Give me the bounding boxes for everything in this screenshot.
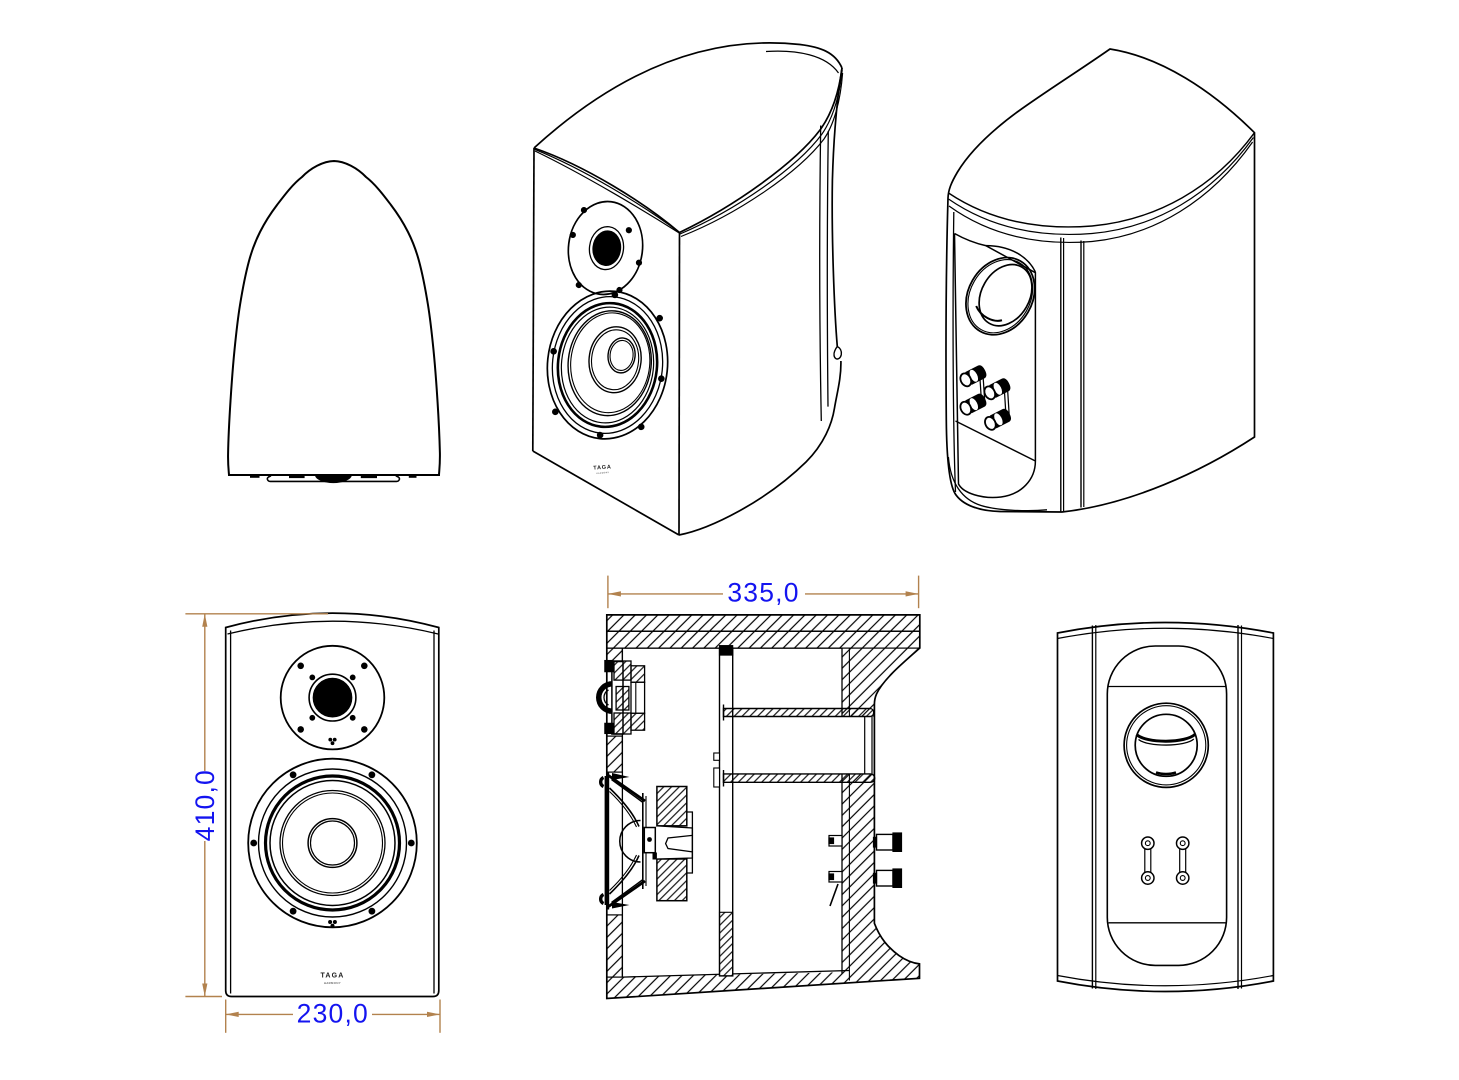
svg-text:HARMONY: HARMONY — [596, 471, 609, 475]
svg-text:TAGA: TAGA — [593, 464, 612, 471]
svg-text:230,0: 230,0 — [297, 999, 369, 1029]
svg-text:HARMONY: HARMONY — [324, 981, 341, 985]
svg-text:TAGA: TAGA — [320, 973, 344, 980]
svg-text:410,0: 410,0 — [190, 769, 220, 841]
svg-text:335,0: 335,0 — [727, 578, 799, 608]
